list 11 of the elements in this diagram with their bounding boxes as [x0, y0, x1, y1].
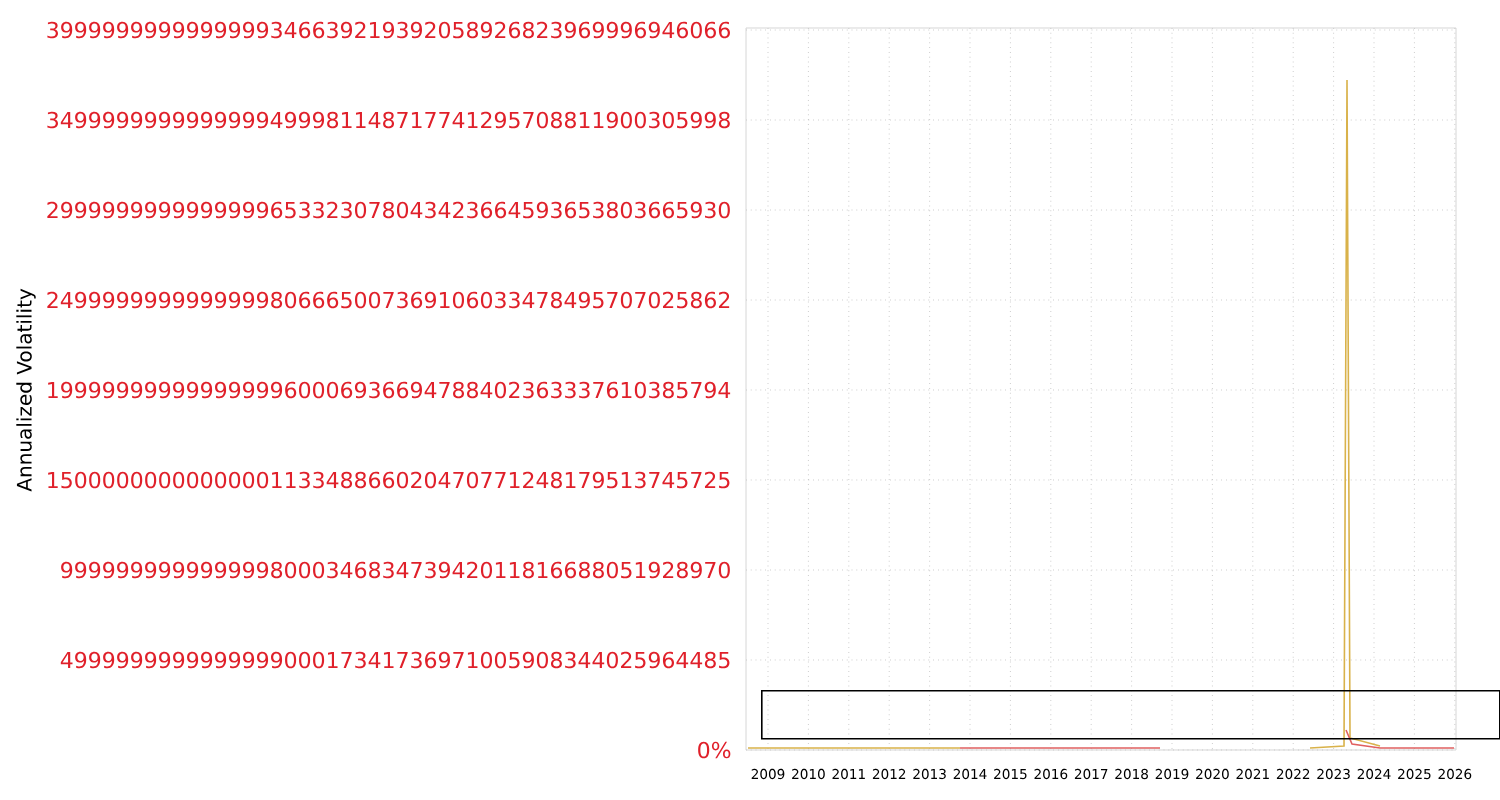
tick-label: 2499999999999999806665007369106033478495707025862	[47, 291, 730, 309]
tick-label: 499999999999999900017341736971005908344025964485	[60, 651, 730, 669]
tick-label: 2999999999999999653323078043423664593653803665930	[47, 201, 730, 219]
tick-label: 3999999999999999346639219392058926823969996946066	[47, 21, 730, 39]
tick-label: 1999999999999999960006936694788402363337610385794	[48, 381, 731, 399]
tick-label: 1500000000000000113348866020470771248179513745725	[48, 471, 730, 489]
tick-label: 3499999999999999499981148717741295708811900305998	[47, 111, 730, 129]
tick-label: 0%	[698, 741, 731, 759]
legend-box	[761, 690, 1500, 740]
axis-title: Annualized Volatility	[16, 288, 36, 492]
tick-label: 999999999999999800034683473942011816688051928970	[61, 561, 730, 579]
